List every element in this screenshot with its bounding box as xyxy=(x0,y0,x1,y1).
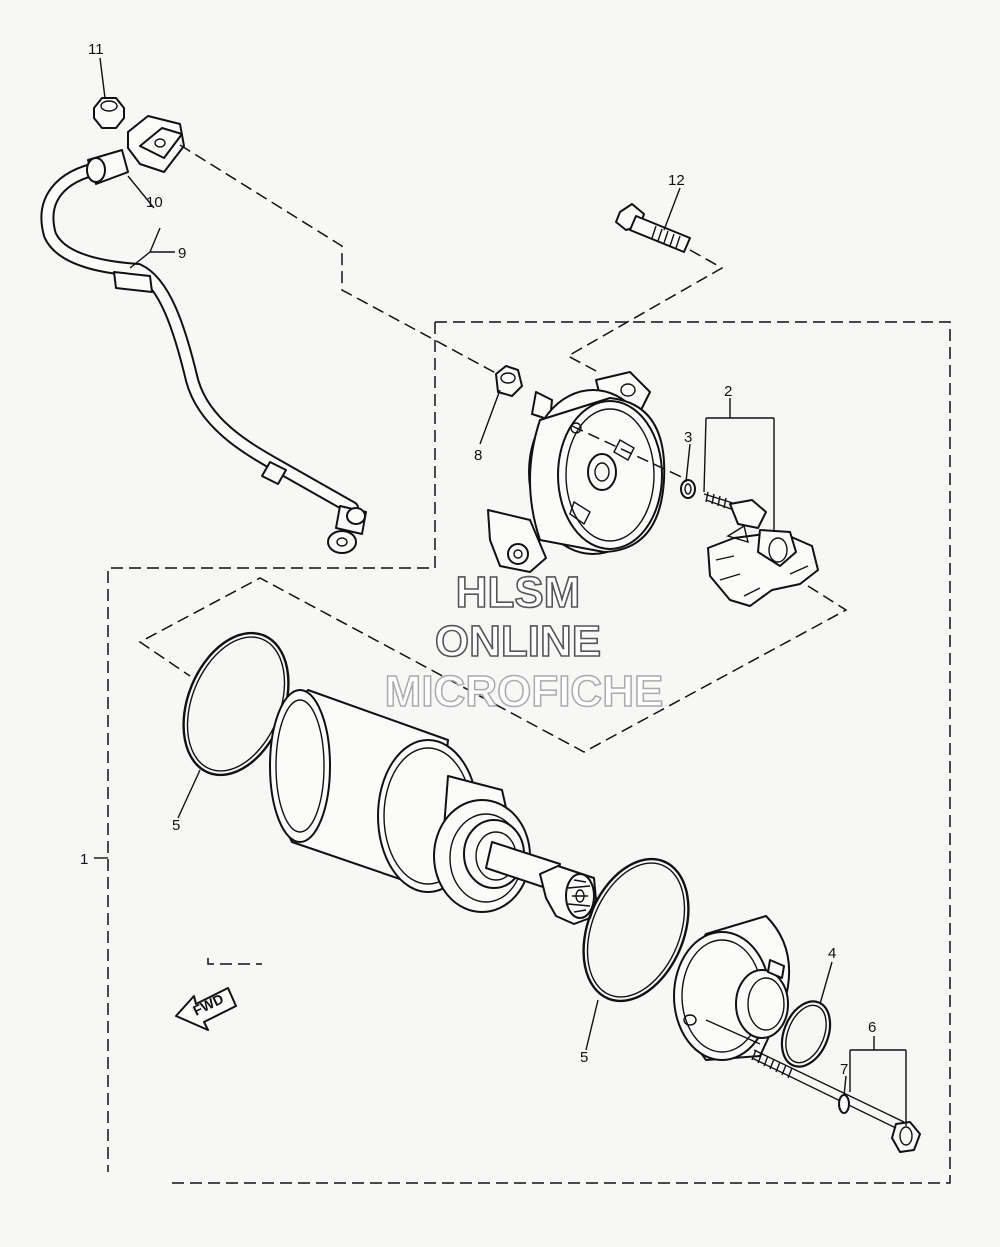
watermark-line-1: HLSM xyxy=(456,568,581,617)
bolt-12 xyxy=(615,203,691,253)
long-bolt-6 xyxy=(751,1049,921,1153)
callout-10: 10 xyxy=(146,194,163,211)
starter-cable xyxy=(40,115,367,554)
o-ring-4 xyxy=(780,1000,832,1068)
nut-11 xyxy=(93,97,125,129)
callout-2: 2 xyxy=(724,383,732,400)
ring-terminal-lower xyxy=(327,505,367,554)
callout-11: 11 xyxy=(88,41,104,58)
nut-8 xyxy=(495,365,523,397)
callout-8: 8 xyxy=(474,447,482,464)
callout-3: 3 xyxy=(684,429,692,446)
callout-12: 12 xyxy=(668,172,685,189)
callout-7: 7 xyxy=(840,1061,848,1078)
fwd-arrow: FWD xyxy=(175,987,237,1031)
brush-holder-line xyxy=(138,577,848,753)
o-ring-5-lower xyxy=(582,857,690,1003)
callout-leaders xyxy=(94,57,907,1126)
callout-5-lower: 5 xyxy=(580,1049,588,1066)
fwd-guide-line xyxy=(207,958,262,965)
watermark-line-2: ONLINE xyxy=(435,617,601,666)
callout-1: 1 xyxy=(80,851,88,868)
assembly-boundary xyxy=(107,321,951,1184)
starter-yoke xyxy=(269,689,597,925)
watermark: HLSM ONLINE MICROFICHE xyxy=(384,567,664,717)
ring-terminal-upper xyxy=(86,115,185,185)
watermark-line-3: MICROFICHE xyxy=(385,667,664,716)
bolt-12-line xyxy=(566,249,724,373)
callout-labels: 1 2 3 4 5 5 6 7 8 9 10 11 12 xyxy=(80,41,876,1078)
rear-cover xyxy=(487,371,689,573)
cable-boot xyxy=(113,271,153,293)
callout-9: 9 xyxy=(178,245,186,262)
callout-5-upper: 5 xyxy=(172,817,180,834)
o-ring-3 xyxy=(680,479,696,499)
front-cover xyxy=(673,915,791,1061)
brush-holder-2 xyxy=(703,491,819,607)
callout-6: 6 xyxy=(868,1019,876,1036)
terminal-to-nut-line xyxy=(179,144,506,379)
callout-4: 4 xyxy=(828,945,836,962)
